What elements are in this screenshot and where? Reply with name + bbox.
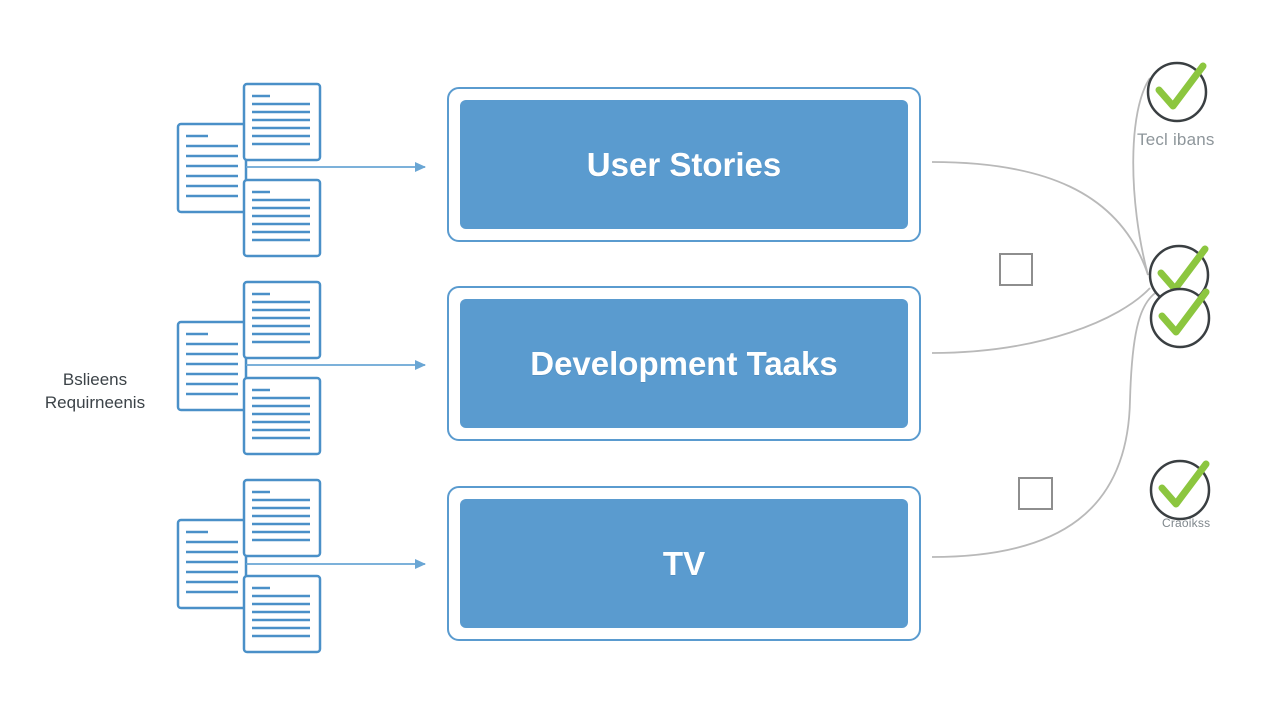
connector-line [931,161,1149,276]
connector-line [931,287,1151,354]
business-requirements-label: Bslieens Requirneenis [30,368,160,414]
check-caption-top: Tecl ibans [1137,130,1215,149]
development-tasks-label: Development Taaks [530,344,838,382]
checkmark-circle-icon [1151,461,1209,519]
user-stories-label: User Stories [586,145,782,183]
tv-fill: TV [460,499,908,628]
side-label-line-1: Bslieens [62,370,128,389]
checkmark-circle-icon [1151,289,1209,347]
checkmark-circle-icon [1148,63,1206,121]
tv-box: TV [447,486,921,641]
development-tasks-fill: Development Taaks [460,299,908,428]
user-stories-box: User Stories [447,87,921,242]
checkbox-icon[interactable] [999,253,1033,286]
user-stories-fill: User Stories [460,100,908,229]
check-caption-bottom: Craoikss [1162,516,1211,530]
side-label-line-2: Requirneenis [44,393,146,412]
document-stack-icon [178,480,320,652]
tv-label: TV [662,544,706,582]
connector-line [931,289,1161,558]
development-tasks-box: Development Taaks [447,286,921,441]
checkbox-icon[interactable] [1018,477,1053,510]
document-stack-icon [178,282,320,454]
document-stack-icon [178,84,320,256]
connector-line [1132,77,1151,276]
